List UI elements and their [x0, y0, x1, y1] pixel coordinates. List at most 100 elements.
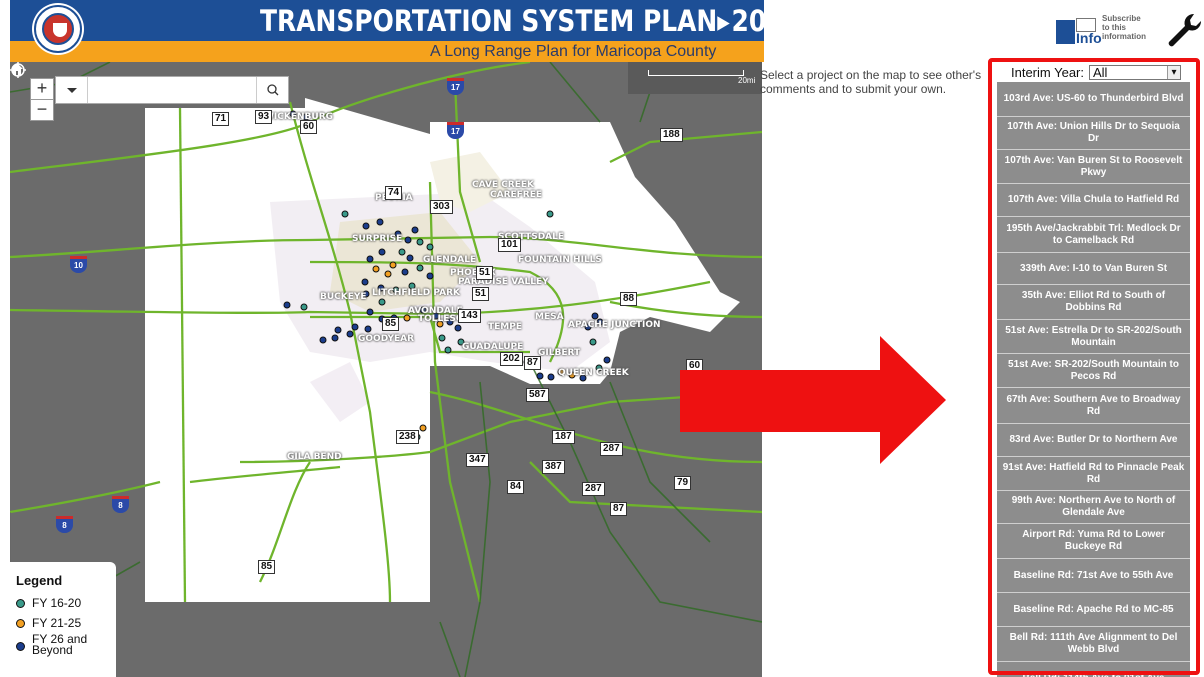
project-item[interactable]: Bell Rd: 111th Ave Alignment to Del Webb… [997, 627, 1190, 662]
project-item[interactable]: Airport Rd: Yuma Rd to Lower Buckeye Rd [997, 524, 1190, 559]
legend-dot-icon [16, 599, 25, 609]
interim-year-label: Interim Year: [1011, 65, 1084, 80]
red-arrow-annotation [680, 336, 946, 464]
info-logo-icon [1056, 20, 1075, 44]
seal-shield-icon [53, 23, 67, 37]
route-shield: 287 [582, 482, 605, 496]
route-shield: 188 [660, 128, 683, 142]
interim-year-select[interactable]: All [1089, 65, 1181, 80]
project-item[interactable]: 103rd Ave: US-60 to Thunderbird Blvd [997, 82, 1190, 117]
legend-item: FY 26 and Beyond [16, 632, 98, 657]
envelope-icon [1076, 18, 1096, 32]
route-shield: 101 [498, 238, 521, 252]
header-banner: TRANSPORTATION SYSTEM PLAN▸2035 A Long R… [10, 0, 801, 62]
project-item[interactable]: 51st Ave: Estrella Dr to SR-202/South Mo… [997, 320, 1190, 354]
route-shield: 84 [507, 480, 525, 494]
route-shield: 88 [620, 292, 638, 306]
route-shield: 79 [674, 476, 692, 490]
map-scale-bar: 20mi [628, 62, 762, 94]
title-year: 2035 [731, 4, 801, 38]
route-shield: 187 [552, 430, 575, 444]
route-shield: 51 [472, 287, 490, 301]
route-shield: 238 [396, 430, 419, 444]
city-label: WICKENBURG [264, 112, 334, 122]
project-item[interactable]: 67th Ave: Southern Ave to Broadway Rd [997, 388, 1190, 424]
subscribe-text: Subscribe to this information [1102, 14, 1146, 41]
route-shield: 143 [458, 309, 481, 323]
project-item[interactable]: 195th Ave/Jackrabbit Trl: Medlock Dr to … [997, 217, 1190, 253]
project-item[interactable]: 339th Ave: I-10 to Van Buren St [997, 253, 1190, 285]
legend-label: FY 26 and Beyond [32, 632, 88, 657]
city-label: PARADISE VALLEY [458, 277, 549, 287]
search-source-dropdown[interactable] [56, 77, 88, 103]
project-item[interactable]: Baseline Rd: 71st Ave to 55th Ave [997, 559, 1190, 593]
interim-year-filter: Interim Year: All [1001, 64, 1181, 82]
project-item[interactable]: 107th Ave: Van Buren St to Roosevelt Pkw… [997, 150, 1190, 184]
route-shield: 347 [466, 453, 489, 467]
legend-item: FY 16-20 [16, 596, 81, 610]
interstate-shield: 17 [447, 122, 464, 139]
search-button[interactable] [256, 77, 289, 103]
maricopa-county-seal [34, 5, 82, 53]
city-label: LITCHFIELD PARK [372, 288, 460, 298]
city-label: CAREFREE [490, 190, 543, 200]
city-label: GOODYEAR [358, 334, 415, 344]
route-shield: 87 [524, 356, 542, 370]
city-label: AVONDALE [408, 306, 463, 316]
route-shield: 93 [255, 110, 273, 124]
subscribe-info-button[interactable]: Info Subscribe to this information [1056, 14, 1151, 46]
route-shield: 87 [610, 502, 628, 516]
route-shield: 85 [258, 560, 276, 574]
project-item[interactable]: 35th Ave: Elliot Rd to South of Dobbins … [997, 285, 1190, 320]
route-shield: 303 [430, 200, 453, 214]
legend-item: FY 21-25 [16, 616, 81, 630]
legend-label: FY 21-25 [32, 616, 82, 630]
city-label: APACHE JUNCTION [568, 320, 661, 330]
route-shield: 71 [212, 112, 230, 126]
map-canvas[interactable] [10, 62, 762, 677]
route-shield: 202 [500, 352, 523, 366]
interstate-shield: 17 [447, 78, 464, 95]
title-chevron-icon: ▸ [717, 4, 730, 38]
interstate-shield: 8 [112, 496, 129, 513]
header-orange-band [10, 41, 764, 62]
city-label: TEMPE [488, 322, 522, 332]
city-label: GILA BEND [287, 452, 342, 462]
locate-icon[interactable] [10, 62, 26, 78]
project-item[interactable]: 107th Ave: Villa Chula to Hatfield Rd [997, 184, 1190, 217]
city-label: GLENDALE [423, 255, 477, 265]
legend-dot-icon [16, 619, 25, 629]
route-shield: 60 [300, 120, 318, 134]
search-icon [267, 84, 279, 96]
project-item[interactable]: Baseline Rd: Apache Rd to MC-85 [997, 593, 1190, 627]
map-search-box [55, 76, 289, 104]
map-view[interactable]: WICKENBURG PEORIA CAVE CREEK CAREFREE SU… [10, 62, 762, 677]
project-item[interactable]: 107th Ave: Union Hills Dr to Sequoia Dr [997, 117, 1190, 150]
instructions-text: Select a project on the map to see other… [760, 68, 982, 96]
interstate-shield: 10 [70, 256, 87, 273]
project-item[interactable]: 83rd Ave: Butler Dr to Northern Ave [997, 424, 1190, 457]
zoom-out-button[interactable]: − [30, 99, 54, 121]
project-item[interactable]: 51st Ave: SR-202/South Mountain to Pecos… [997, 354, 1190, 388]
map-legend: Legend FY 16-20 FY 21-25 FY 26 and Beyon… [10, 562, 116, 677]
city-label: FOUNTAIN HILLS [518, 255, 602, 265]
wrench-icon[interactable] [1164, 10, 1204, 50]
legend-label: FY 16-20 [32, 596, 82, 610]
project-list[interactable]: 103rd Ave: US-60 to Thunderbird Blvd 107… [997, 82, 1190, 677]
interstate-shield: 8 [56, 516, 73, 533]
scale-label: 20mi [738, 76, 756, 85]
city-label: BUCKEYE [320, 292, 367, 302]
search-input[interactable] [90, 80, 250, 100]
city-label: QUEEN CREEK [558, 368, 629, 378]
page-title: TRANSPORTATION SYSTEM PLAN▸2035 [260, 4, 801, 38]
seal-center [42, 13, 74, 45]
project-item[interactable]: 99th Ave: Northern Ave to North of Glend… [997, 491, 1190, 524]
highlight-annotation-box [988, 58, 1200, 675]
city-label: PHOENIX [450, 268, 496, 278]
legend-title: Legend [16, 573, 63, 588]
city-label: MESA [535, 312, 564, 322]
project-item[interactable]: 91st Ave: Hatfield Rd to Pinnacle Peak R… [997, 457, 1190, 491]
city-label: TOLLESON [418, 314, 472, 324]
zoom-in-button[interactable]: + [30, 78, 54, 100]
route-shield: 51 [476, 266, 494, 280]
